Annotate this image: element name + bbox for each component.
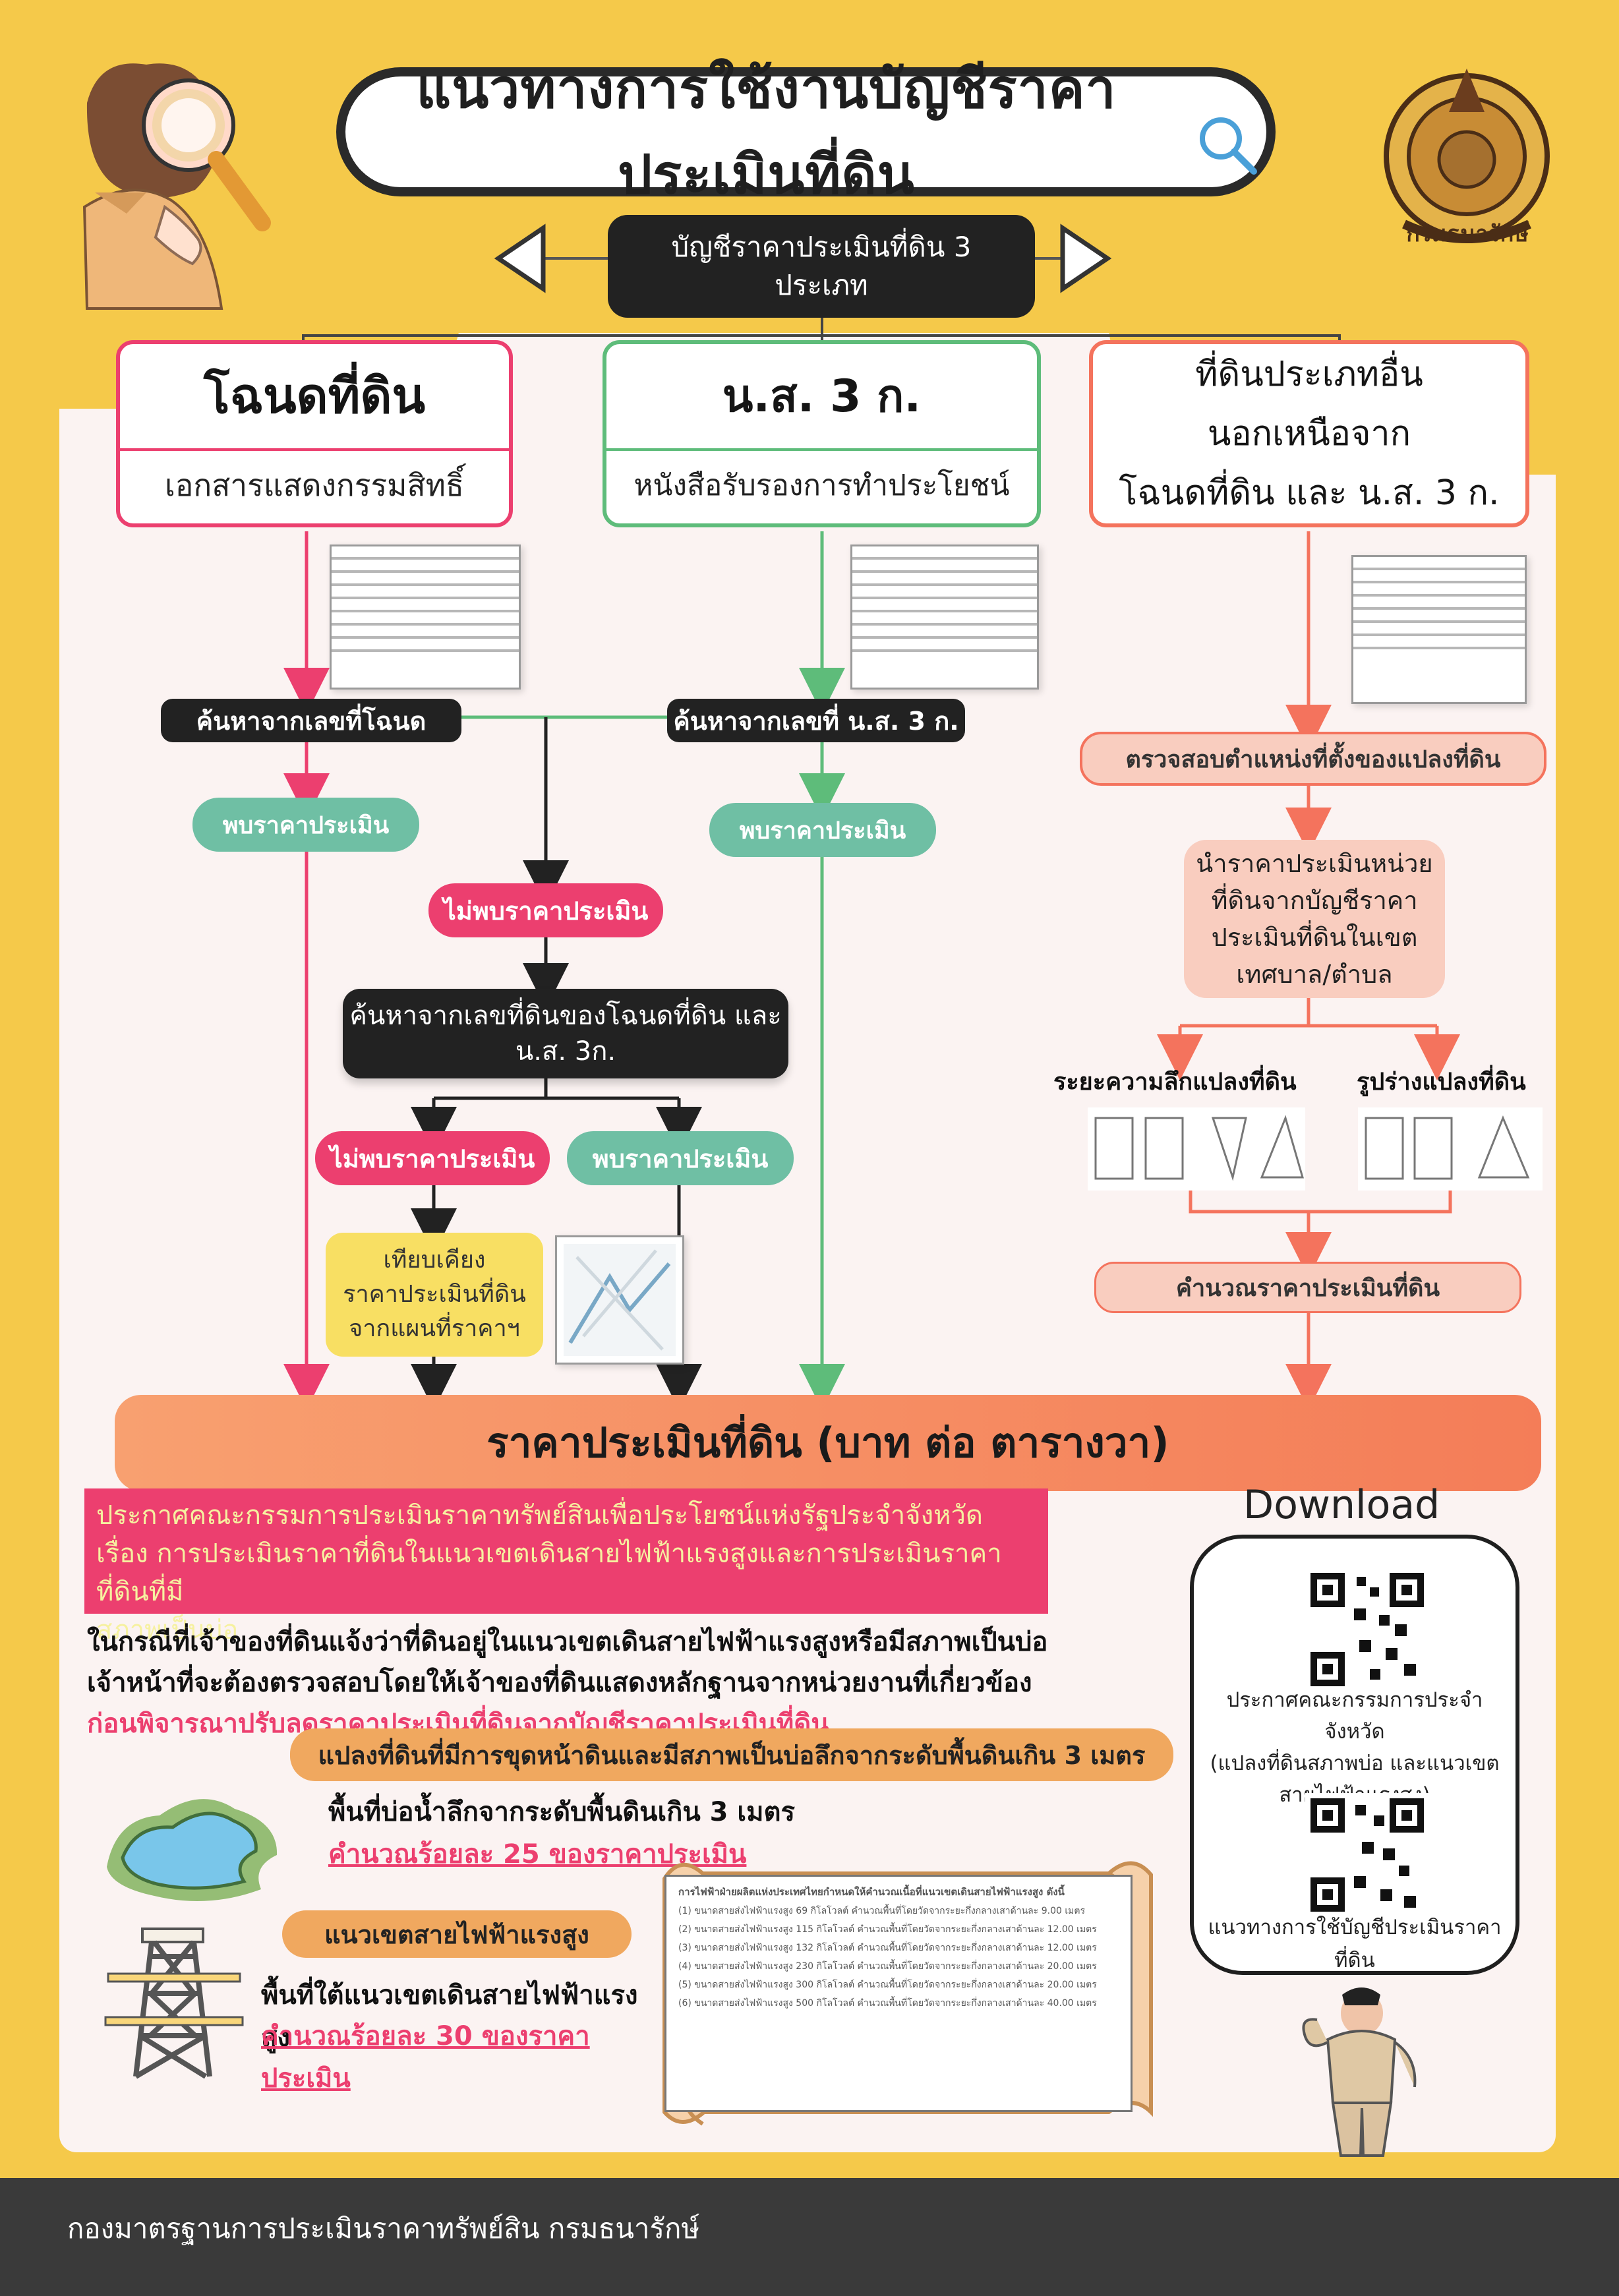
search-icon [1193, 111, 1262, 179]
announcement-line3: สภาพเป็นบ่อ [96, 1615, 239, 1645]
footer-text: กองมาตรฐานการประเมินราคาทรัพย์สิน กรมธนา… [67, 2212, 700, 2245]
qr1-caption-line1: ประกาศคณะกรรมการประจำจังหวัด [1226, 1688, 1483, 1744]
title-bar: แนวทางการใช้งานบัญชีราคาประเมินที่ดิน [336, 58, 1276, 206]
other-table-thumbnail [1351, 555, 1527, 704]
scroll-item-1: (1) ขนาดสายส่งไฟฟ้าแรงสูง 69 กิโลโวลต์ ค… [678, 1906, 1085, 1916]
download-title: Download [1243, 1482, 1440, 1528]
other-land-card: ที่ดินประเภทอื่น นอกเหนือจาก โฉนดที่ดิน … [1089, 340, 1529, 527]
found-price-ns3-pill: พบราคาประเมิน [709, 803, 936, 857]
power-tower-illustration [95, 1921, 253, 2086]
scroll-item-4: (4) ขนาดสายส่งไฟฟ้าแรงสูง 230 กิโลโวลต์ … [678, 1961, 1097, 1972]
deed-card-divider [120, 448, 509, 451]
root-box-line1: บัญชีราคาประเมินที่ดิน 3 [671, 231, 972, 263]
search-by-deed-box: ค้นหาจากเลขที่โฉนด [161, 699, 461, 742]
compare-line2: ราคาประเมินที่ดิน [343, 1281, 526, 1308]
calculate-price-box: คำนวณราคาประเมินที่ดิน [1094, 1262, 1521, 1313]
other-land-card-line3: โฉนดที่ดิน และ น.ส. 3 ก. [1119, 473, 1500, 513]
pond-illustration [99, 1773, 297, 1905]
qr2-caption: แนวทางการใช้บัญชีประเมินราคาที่ดิน [1208, 1916, 1502, 1972]
ns3-card-title: น.ส. 3 ก. [722, 370, 922, 423]
announcement-line1: ประกาศคณะกรรมการประเมินราคาทรัพย์สินเพื่… [96, 1500, 983, 1531]
scroll-title: การไฟฟ้าฝ่ายผลิตแห่งประเทศไทยกำหนดให้คำน… [678, 1886, 1065, 1898]
transmission-line-scroll: การไฟฟ้าฝ่ายผลิตแห่งประเทศไทยกำหนดให้คำน… [618, 1852, 1163, 2169]
footer-bar [0, 2178, 1619, 2296]
deed-table-thumbnail [330, 545, 521, 690]
root-box: บัญชีราคาประเมินที่ดิน 3 ประเภท [608, 215, 1035, 318]
announcement-box: ประกาศคณะกรรมการประเมินราคาทรัพย์สินเพื่… [84, 1488, 1048, 1645]
scroll-item-3: (3) ขนาดสายส่งไฟฟ้าแรงสูง 132 กิโลโวลต์ … [678, 1943, 1097, 1953]
root-box-line2: ประเภท [775, 269, 868, 301]
ns3-card-divider [606, 448, 1037, 451]
ns3-table-thumbnail [850, 545, 1039, 690]
body-line1: ในกรณีที่เจ้าของที่ดินแจ้งว่าที่ดินอยู่ใ… [87, 1627, 1048, 1657]
treasury-logo: กรมธนารักษ์ [1365, 61, 1569, 265]
power-calculation: คำนวณร้อยละ 30 ของราคาประเมิน [261, 2021, 590, 2094]
ns3-card-subtitle: หนังสือรับรองการทำประโยชน์ [633, 469, 1010, 502]
shape-label: รูปร่างแปลงที่ดิน [1357, 1069, 1526, 1096]
depth-label: ระยะความลึกแปลงที่ดิน [1053, 1069, 1297, 1096]
announcement-line2: เรื่อง การประเมินราคาที่ดินในแนวเขตเดินส… [96, 1539, 1002, 1607]
qr1-caption-line2: (แปลงที่ดินสภาพบ่อ และแนวเขต [1210, 1751, 1500, 1775]
found-price-deed-pill: พบราคาประเมิน [192, 798, 419, 852]
apply-unit-line1: นำราคาประเมินหน่วย [1196, 849, 1433, 878]
other-land-card-line2: นอกเหนือจาก [1207, 414, 1411, 454]
depth-diagram-thumbnail [1088, 1107, 1305, 1191]
scroll-item-5: (5) ขนาดสายส่งไฟฟ้าแรงสูง 300 กิโลโวลต์ … [678, 1980, 1097, 1990]
deed-card-subtitle: เอกสารแสดงกรรมสิทธิ์ [165, 467, 464, 503]
scroll-item-2: (2) ขนาดสายส่งไฟฟ้าแรงสูง 115 กิโลโวลต์ … [678, 1924, 1097, 1935]
search-land-number-line2: น.ส. 3ก. [515, 1036, 616, 1067]
officer-illustration [1279, 1979, 1444, 2158]
not-found-price-pill: ไม่พบราคาประเมิน [428, 883, 663, 937]
page-title: แนวทางการใช้งานบัญชีราคาประเมินที่ดิน [416, 58, 1117, 206]
result-banner-text: ราคาประเมินที่ดิน (บาท ต่อ ตารางวา) [486, 1419, 1169, 1467]
body-line2: เจ้าหน้าที่จะต้องตรวจสอบโดยให้เจ้าของที่… [87, 1668, 1032, 1698]
qr1-caption: ประกาศคณะกรรมการประจำจังหวัด (แปลงที่ดิน… [1202, 1688, 1507, 1807]
compare-price-map-box: เทียบเคียง ราคาประเมินที่ดิน จากแผนที่รา… [326, 1233, 543, 1357]
compare-line3: จากแผนที่ราคาฯ [349, 1315, 520, 1342]
logo-text: กรมธนารักษ์ [1406, 221, 1529, 247]
pond-description: พื้นที่บ่อน้ำลึกจากระดับพื้นดินเกิน 3 เม… [328, 1797, 795, 1827]
check-location-box: ตรวจสอบตำแหน่งที่ตั้งของแปลงที่ดิน [1080, 732, 1546, 786]
qr-code-1[interactable] [1305, 1568, 1429, 1692]
apply-unit-line3: ประเมินที่ดินในเขต [1211, 923, 1418, 952]
price-map-thumbnail [555, 1235, 684, 1365]
apply-unit-price-box: นำราคาประเมินหน่วย ที่ดินจากบัญชีราคา ปร… [1184, 840, 1445, 998]
result-banner: ราคาประเมินที่ดิน (บาท ต่อ ตารางวา) [115, 1395, 1541, 1491]
power-description: พื้นที่ใต้แนวเขตเดินสายไฟฟ้าแรงสูง [261, 1980, 638, 2053]
apply-unit-line2: ที่ดินจากบัญชีราคา [1211, 886, 1418, 915]
shape-diagram-thumbnail [1358, 1107, 1543, 1191]
deed-card-title: โฉนดที่ดิน [203, 368, 426, 425]
deed-card: โฉนดที่ดิน เอกสารแสดงกรรมสิทธิ์ [116, 340, 513, 527]
search-land-number-line1: ค้นหาจากเลขที่ดินของโฉนดที่ดิน และ [349, 1001, 782, 1031]
root-connector-vertical [821, 318, 823, 335]
scroll-content: การไฟฟ้าฝ่ายผลิตแห่งประเทศไทยกำหนดให้คำน… [664, 1875, 1133, 2112]
found-price-2-pill: พบราคาประเมิน [567, 1131, 794, 1185]
search-by-ns3-box: ค้นหาจากเลขที่ น.ส. 3 ก. [667, 699, 965, 742]
scroll-item-6: (6) ขนาดสายส่งไฟฟ้าแรงสูง 500 กิโลโวลต์ … [678, 1998, 1097, 2009]
qr-code-2[interactable] [1305, 1793, 1429, 1917]
compare-line1: เทียบเคียง [383, 1247, 486, 1274]
pond-label-bar: แปลงที่ดินที่มีการขุดหน้าดินและมีสภาพเป็… [290, 1728, 1173, 1781]
not-found-price-2-pill: ไม่พบราคาประเมิน [315, 1131, 550, 1185]
power-line-label: แนวเขตสายไฟฟ้าแรงสูง [282, 1910, 632, 1958]
ns3-card: น.ส. 3 ก. หนังสือรับรองการทำประโยชน์ [603, 340, 1041, 527]
other-land-card-line1: ที่ดินประเภทอื่น [1195, 355, 1423, 394]
search-land-number-box: ค้นหาจากเลขที่ดินของโฉนดที่ดิน และ น.ส. … [343, 989, 788, 1078]
woman-magnifier-illustration [73, 51, 290, 328]
apply-unit-line4: เทศบาล/ตำบล [1236, 960, 1393, 989]
